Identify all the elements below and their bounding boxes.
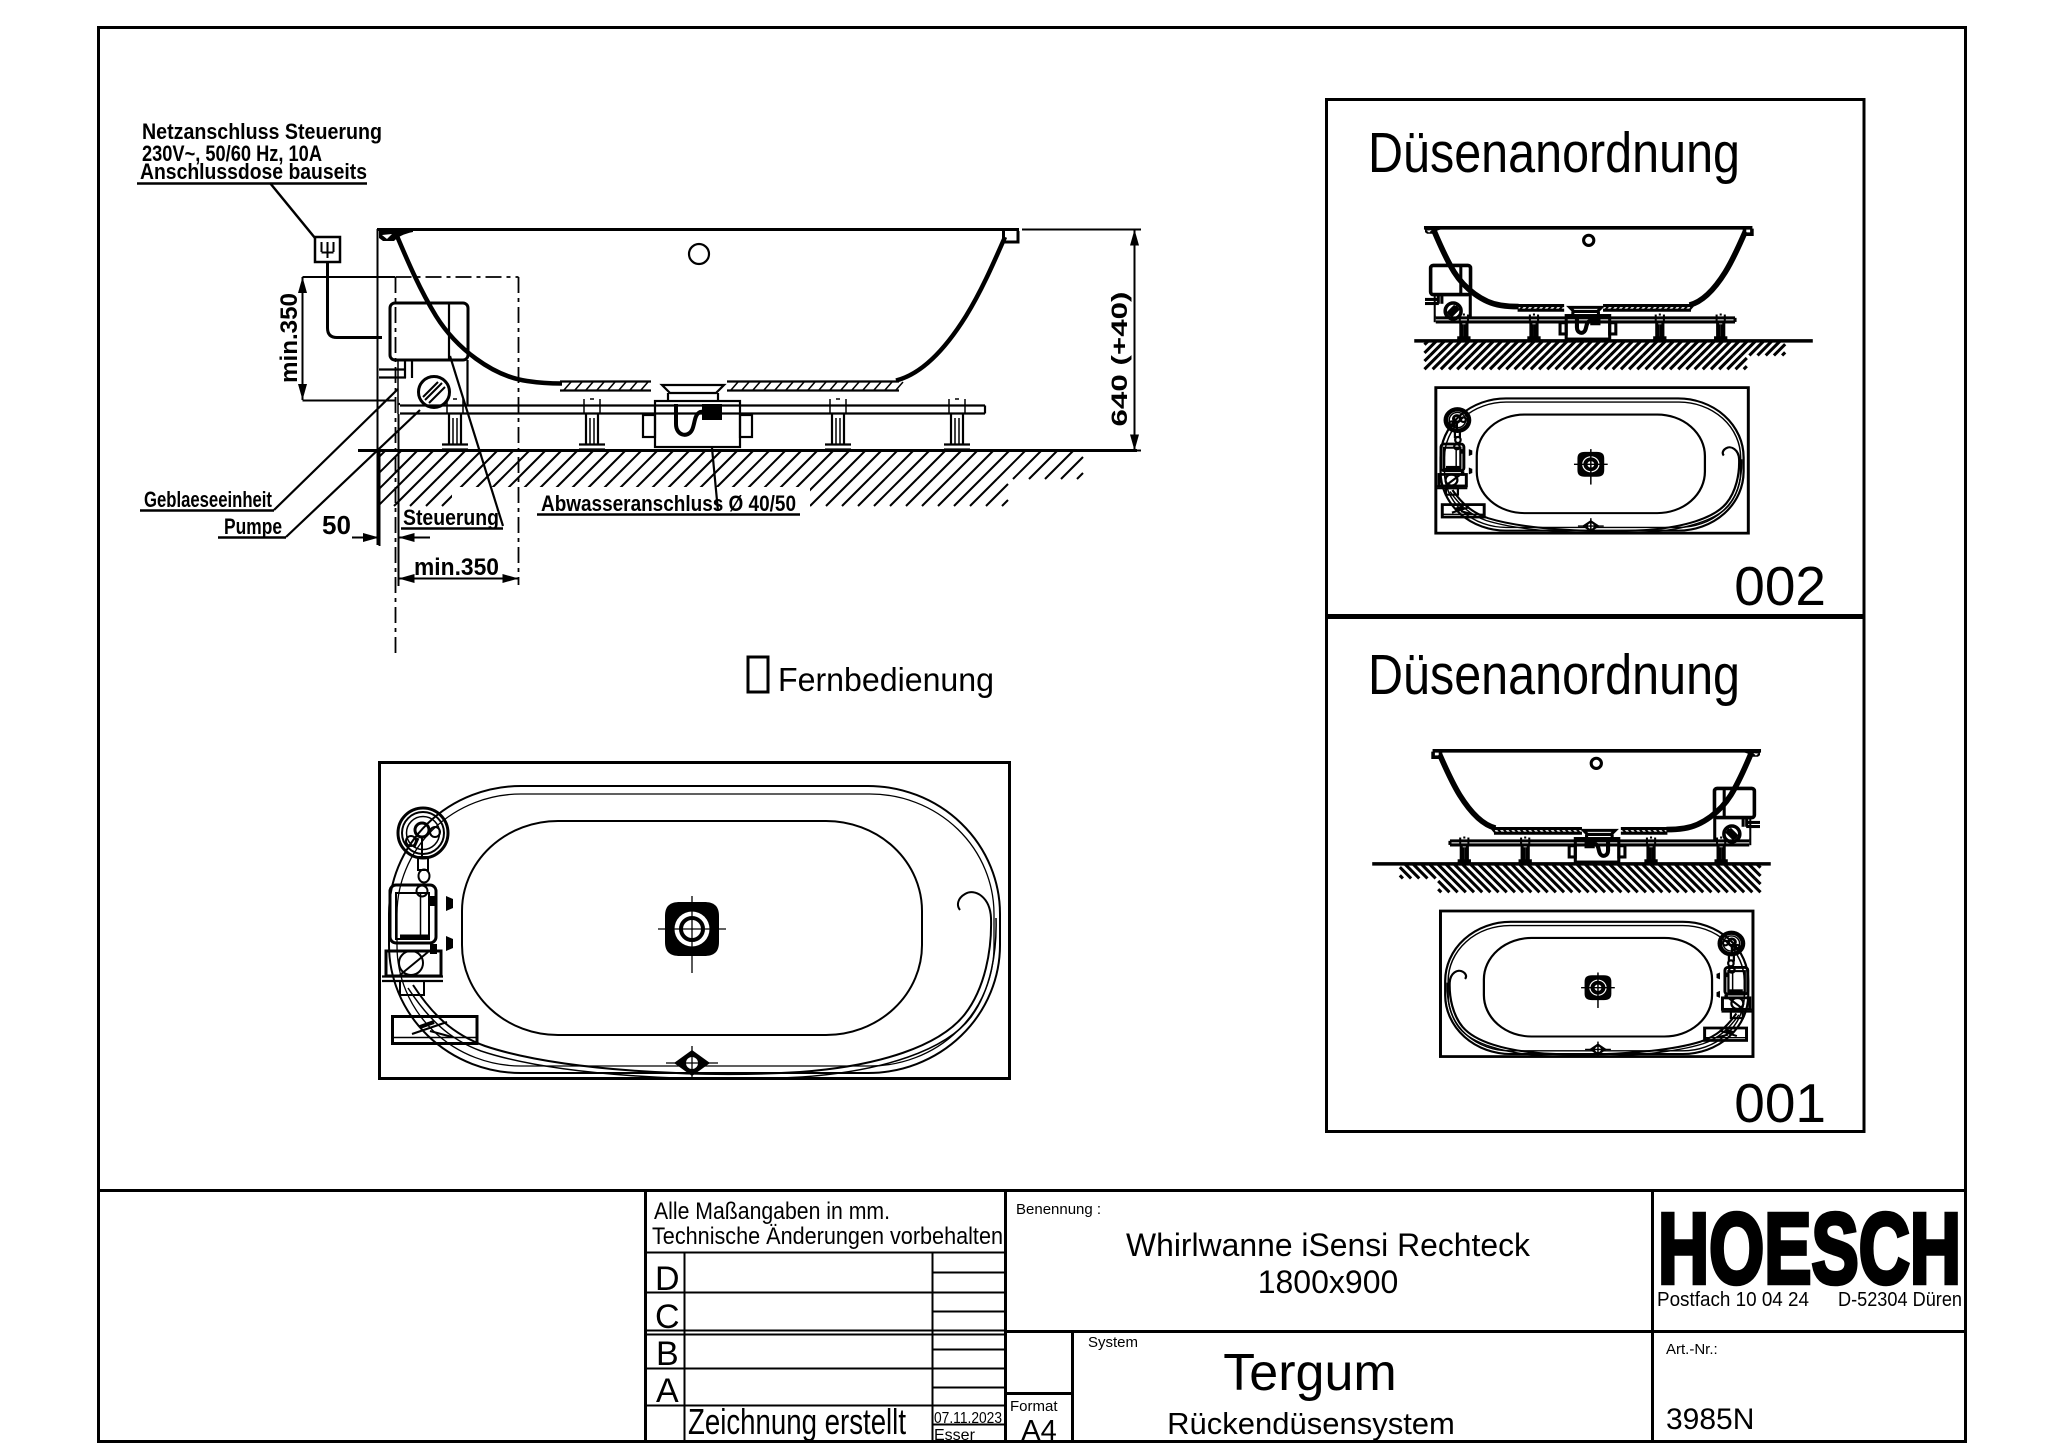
svg-text:Zeichnung erstellt: Zeichnung erstellt	[688, 1401, 906, 1442]
svg-text:Art.-Nr.:: Art.-Nr.:	[1666, 1341, 1718, 1358]
svg-text:Rückendüsensystem: Rückendüsensystem	[1167, 1406, 1455, 1441]
svg-text:Pumpe: Pumpe	[224, 514, 282, 539]
svg-text:Whirlwanne iSensi Rechteck: Whirlwanne iSensi Rechteck	[1126, 1227, 1531, 1263]
svg-text:Benennung :: Benennung :	[1016, 1201, 1101, 1218]
svg-text:Fernbedienung: Fernbedienung	[778, 661, 994, 698]
svg-text:C: C	[655, 1298, 680, 1336]
svg-text:Esser: Esser	[934, 1427, 976, 1444]
svg-text:3985N: 3985N	[1666, 1403, 1754, 1436]
svg-text:HOESCH: HOESCH	[1658, 1193, 1961, 1305]
svg-text:B: B	[656, 1335, 679, 1373]
svg-text:1800x900: 1800x900	[1258, 1264, 1399, 1300]
svg-text:640 (+40): 640 (+40)	[1107, 292, 1132, 427]
svg-text:Postfach 10 04 24: Postfach 10 04 24	[1657, 1289, 1809, 1311]
svg-text:System: System	[1088, 1334, 1138, 1351]
svg-text:A4: A4	[1021, 1415, 1056, 1447]
svg-text:001: 001	[1734, 1072, 1826, 1134]
svg-text:Geblaeseeinheit: Geblaeseeinheit	[144, 487, 273, 512]
svg-text:min.350: min.350	[414, 554, 499, 581]
svg-text:Alle Maßangaben in mm.: Alle Maßangaben in mm.	[654, 1198, 890, 1225]
svg-text:07.11.2023: 07.11.2023	[934, 1410, 1002, 1427]
svg-text:Anschlussdose bauseits: Anschlussdose bauseits	[140, 159, 367, 184]
svg-text:Format: Format	[1010, 1398, 1058, 1415]
svg-text:230V~, 50/60 Hz, 10A: 230V~, 50/60 Hz, 10A	[142, 141, 322, 166]
svg-text:Technische Änderungen vorbehal: Technische Änderungen vorbehalten	[652, 1223, 1003, 1250]
svg-text:002: 002	[1734, 555, 1826, 617]
svg-text:D-52304 Düren: D-52304 Düren	[1838, 1289, 1962, 1311]
svg-text:Netzanschluss Steuerung: Netzanschluss Steuerung	[142, 119, 382, 144]
svg-text:Abwasseranschluss Ø 40/50: Abwasseranschluss Ø 40/50	[541, 491, 796, 516]
svg-text:Düsenanordnung: Düsenanordnung	[1368, 121, 1740, 185]
svg-text:D: D	[655, 1260, 680, 1298]
svg-text:Düsenanordnung: Düsenanordnung	[1368, 643, 1740, 707]
svg-text:min.350: min.350	[276, 293, 303, 383]
svg-text:50: 50	[322, 510, 351, 540]
svg-text:Tergum: Tergum	[1223, 1344, 1396, 1402]
svg-text:Steuerung: Steuerung	[403, 505, 499, 530]
svg-text:A: A	[656, 1372, 679, 1410]
